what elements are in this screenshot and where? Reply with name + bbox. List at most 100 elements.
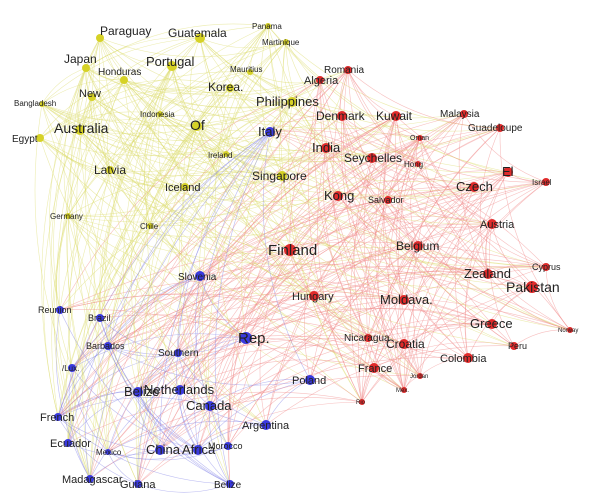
graph-node [359, 399, 365, 405]
graph-edge [208, 101, 293, 407]
graph-edge [241, 101, 293, 339]
node-label: Hong [404, 160, 423, 169]
graph-edge [71, 249, 291, 369]
graph-edge [196, 125, 501, 155]
graph-node [86, 475, 94, 483]
graph-edge [171, 65, 369, 339]
graph-edge [107, 115, 397, 453]
graph-edge [89, 101, 293, 480]
graph-edge [159, 131, 271, 451]
edge-layer [34, 23, 571, 493]
graph-edge [137, 41, 287, 485]
graph-edge [196, 125, 509, 182]
graph-edge [137, 127, 501, 485]
graph-edge [245, 335, 421, 377]
graph-edge [361, 286, 533, 403]
graph-edge [249, 71, 493, 225]
graph-edge [85, 37, 201, 69]
graph-edge [177, 137, 421, 354]
graph-edge [341, 115, 469, 359]
graph-edge [395, 115, 469, 359]
graph-node [277, 171, 287, 181]
node-label: Australia [54, 120, 109, 136]
graph-edge [67, 96, 109, 453]
graph-edge [291, 101, 571, 331]
graph-edge [269, 131, 419, 247]
graph-edge [347, 69, 501, 129]
graph-edge [361, 223, 493, 403]
graph-node [195, 33, 205, 43]
node-label: Belize [124, 384, 159, 399]
graph-node [56, 306, 64, 314]
graph-edge [387, 199, 571, 331]
graph-edge [285, 41, 327, 149]
node-label: Jordan [410, 374, 428, 380]
graph-edge [137, 323, 493, 485]
graph-edge [76, 37, 139, 485]
graph-edge [269, 130, 373, 159]
graph-edge [34, 103, 109, 453]
graph-edge [99, 113, 161, 319]
graph-edge [79, 129, 311, 381]
graph-node [463, 353, 473, 363]
graph-edge [71, 367, 109, 453]
graph-edge [57, 396, 211, 418]
graph-edge [63, 37, 101, 217]
graph-edge [197, 299, 405, 451]
graph-edge [214, 131, 271, 485]
graph-edge [67, 169, 111, 369]
graph-edge [99, 186, 186, 319]
node-label: Brazil [88, 313, 111, 323]
node-label: Moldava. [380, 292, 433, 307]
graph-edge [57, 391, 139, 418]
node-label: Guatemala [168, 26, 227, 40]
graph-edge [177, 115, 397, 354]
graph-edge [159, 249, 291, 451]
graph-node [283, 39, 289, 45]
graph-edge [130, 65, 173, 451]
graph-edge [159, 405, 211, 451]
graph-edge [49, 67, 87, 311]
graph-edge [122, 65, 173, 393]
graph-edge [137, 483, 231, 493]
graph-edge [419, 137, 547, 268]
graph-edge [107, 291, 405, 347]
graph-node [147, 223, 153, 229]
graph-edge [107, 449, 199, 460]
graph-edge [374, 115, 405, 391]
graph-edge [417, 171, 509, 247]
graph-edge [177, 131, 271, 354]
graph-edge [387, 199, 533, 288]
node-label: Greece [470, 316, 513, 331]
graph-node [247, 69, 253, 75]
graph-edge [199, 37, 287, 49]
graph-edge [289, 195, 339, 251]
node-label: Norway [558, 328, 578, 334]
graph-node [68, 364, 76, 372]
graph-edge [347, 69, 421, 139]
graph-node [542, 178, 550, 186]
graph-edge [403, 181, 547, 391]
graph-edge [137, 391, 231, 485]
node-label: Rep. [238, 330, 270, 347]
graph-edge [85, 67, 465, 130]
graph-edge [245, 245, 419, 339]
graph-edge [513, 329, 571, 347]
graph-node [82, 64, 90, 72]
graph-node [174, 349, 182, 357]
graph-node [321, 143, 331, 153]
graph-node [460, 110, 468, 118]
graph-edge [245, 308, 493, 339]
graph-edge [228, 69, 349, 485]
graph-edge [199, 37, 571, 331]
node-label: Mexico [96, 448, 122, 457]
graph-edge [59, 113, 161, 311]
graph-edge [227, 223, 493, 447]
node-label: Poland [292, 375, 326, 387]
graph-edge [99, 37, 287, 58]
graph-edge [347, 69, 419, 247]
graph-node [417, 135, 423, 141]
node-label: Martinique [262, 38, 300, 47]
graph-edge [39, 137, 267, 426]
graph-node [175, 385, 185, 395]
